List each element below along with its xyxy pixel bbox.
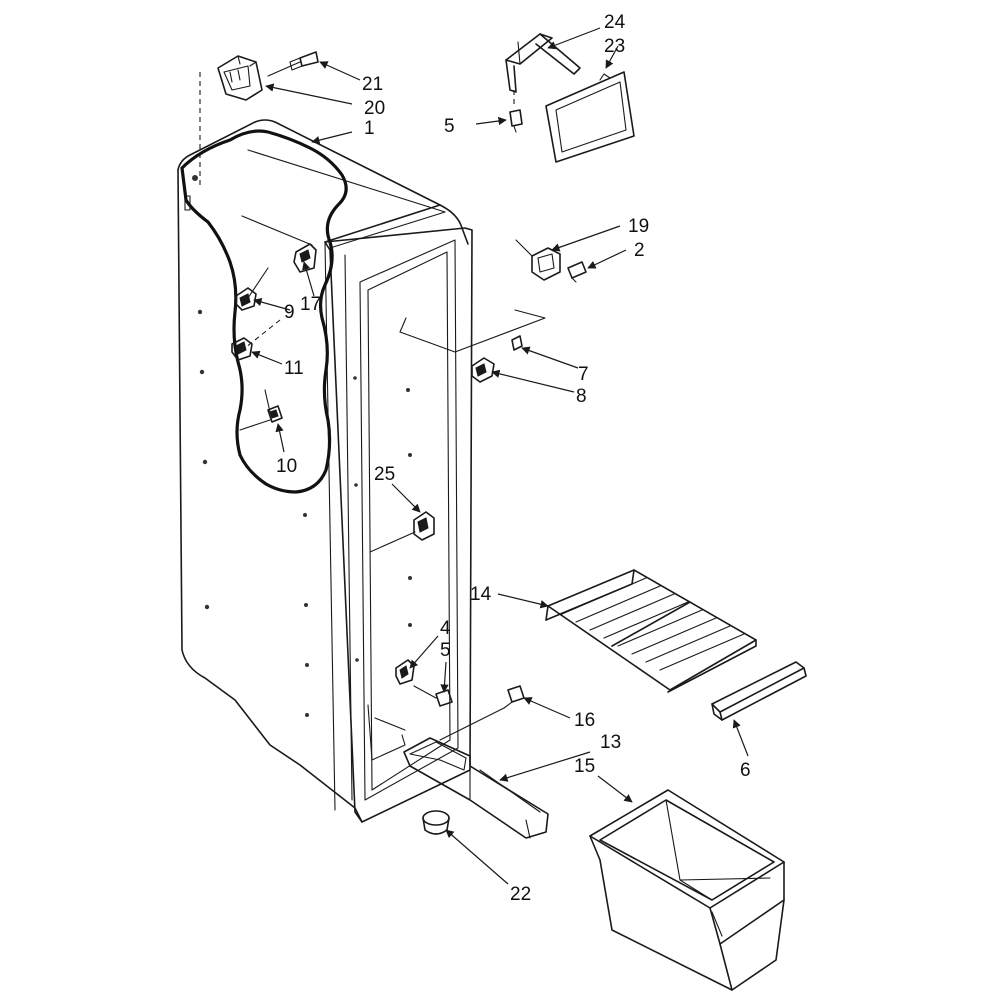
part-23-cover <box>545 71 635 163</box>
part-4-bracket <box>395 659 415 685</box>
mounting-lines <box>199 72 546 553</box>
part-5-screw-top <box>509 90 523 133</box>
callout-24: 24 <box>604 12 626 33</box>
callout-11: 11 <box>284 358 304 379</box>
part-14-wire-shelf <box>545 569 757 693</box>
cabinet-liner <box>177 119 473 823</box>
part-8-clip <box>471 357 495 383</box>
callout-1: 1 <box>364 118 375 139</box>
part-15-bin <box>589 789 785 991</box>
callout-7: 7 <box>578 364 589 385</box>
callout-8: 8 <box>576 386 587 407</box>
part-7-pin <box>511 335 523 351</box>
callout-6: 6 <box>740 760 751 781</box>
part-13-rail <box>403 737 549 839</box>
part-22-cap <box>422 810 450 835</box>
callout-16: 16 <box>574 710 595 731</box>
part-20-bracket <box>217 55 263 101</box>
part-17-clip <box>293 243 317 273</box>
callout-4: 4 <box>440 618 451 639</box>
callout-5-lower: 5 <box>440 640 451 661</box>
callout-13: 13 <box>600 732 621 753</box>
callout-2: 2 <box>634 240 645 261</box>
part-24-bracket <box>505 33 581 93</box>
callout-23: 23 <box>604 36 625 57</box>
part-6-trim <box>711 661 807 721</box>
part-21-screw <box>267 51 319 77</box>
callout-20: 20 <box>364 98 385 119</box>
callout-14: 14 <box>470 584 492 605</box>
callout-labels: 24 23 5 21 20 1 19 2 7 8 17 9 11 10 25 4… <box>276 12 751 905</box>
callout-17: 17 <box>300 294 321 315</box>
callout-15: 15 <box>574 756 595 777</box>
callout-10: 10 <box>276 456 297 477</box>
part-10-screw <box>267 405 283 423</box>
part-16-screw <box>439 685 525 741</box>
part-11-clip <box>231 337 253 361</box>
callout-5-top: 5 <box>444 116 455 137</box>
part-25-switch <box>413 511 435 541</box>
callout-22: 22 <box>510 884 531 905</box>
callout-21: 21 <box>362 74 383 95</box>
callout-19: 19 <box>628 216 649 237</box>
cutaway-outline <box>180 129 446 494</box>
callout-9: 9 <box>284 302 295 323</box>
part-2-screw <box>567 261 587 283</box>
leader-lines <box>251 27 749 885</box>
part-19-switch <box>515 239 561 281</box>
part-9-clip <box>235 287 257 311</box>
callout-25: 25 <box>374 464 395 485</box>
part-5-screw-lower <box>413 685 453 707</box>
